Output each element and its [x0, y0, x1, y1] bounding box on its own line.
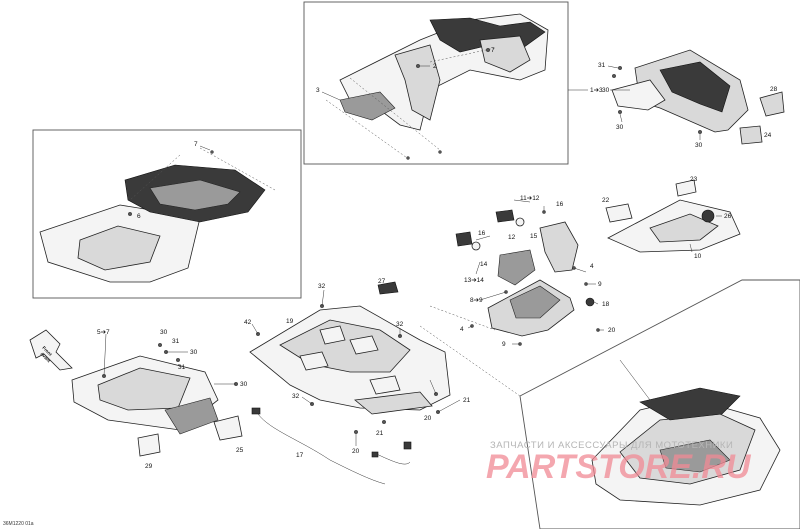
headlight-bracket-part: 11➔12 16 16 12 15 14 13➔14 8➔9 4 9 18 20… [455, 195, 616, 348]
callout-2: 2 [433, 63, 437, 70]
callout-20-c: 20 [608, 327, 616, 334]
callout-20-b: 20 [424, 415, 432, 422]
callout-32-b: 32 [396, 321, 404, 328]
callout-24: 24 [764, 132, 772, 139]
callout-16-a: 16 [556, 201, 564, 208]
callout-7-top: 7 [491, 47, 495, 54]
watermark: ЗАПЧАСТИ И АКСЕССУАРЫ ДЛЯ МОТОТЕХНИКИ PA… [486, 440, 752, 486]
callout-7-left: 7 [194, 141, 198, 148]
front-direction-arrow: Front Avant [29, 329, 73, 371]
callout-32-c: 32 [292, 393, 300, 400]
callout-9-a: 9 [598, 281, 602, 288]
callout-14: 14 [480, 261, 488, 268]
callout-16-b: 16 [478, 230, 486, 237]
callout-30-top-c: 30 [695, 142, 703, 149]
inset-left-frame: 7 6 [32, 129, 302, 299]
callout-27: 27 [378, 278, 386, 285]
callout-20-a: 20 [352, 448, 360, 455]
wire-harness-part: 17 [251, 407, 412, 485]
callout-12: 12 [508, 234, 516, 241]
callout-21-b: 21 [463, 397, 471, 404]
callout-15: 15 [530, 233, 538, 240]
callout-42: 42 [244, 319, 252, 326]
callout-30-top-b: 30 [616, 124, 624, 131]
callout-31-left-a: 31 [172, 338, 180, 345]
watermark-caption: ЗАПЧАСТИ И АКСЕССУАРЫ ДЛЯ МОТОТЕХНИКИ [490, 440, 733, 451]
callout-22: 22 [602, 197, 610, 204]
hood-panel-part: 22 23 26 10 [602, 176, 741, 260]
callout-5-7: 5➔7 [97, 329, 110, 336]
callout-31-left-b: 31 [178, 364, 186, 371]
watermark-brand: PARTSTORE.RU [486, 448, 752, 486]
skid-plate-part: 42 19 32 27 32 32 20 21 20 21 [244, 278, 521, 455]
callout-30-top-a: 30 [602, 87, 610, 94]
callout-3: 3 [316, 87, 320, 94]
callout-30-left-a: 30 [160, 329, 168, 336]
callout-32-a: 32 [318, 283, 326, 290]
callout-28: 28 [770, 86, 778, 93]
callout-9-b: 9 [502, 341, 506, 348]
callout-4-b: 4 [460, 326, 464, 333]
callout-30-left-c: 30 [240, 381, 248, 388]
callout-6: 6 [137, 213, 141, 220]
callout-21-a: 21 [376, 430, 384, 437]
callout-25: 25 [236, 447, 244, 454]
drawing-code: 36M1220 01a [3, 521, 34, 527]
callout-31-top: 31 [598, 62, 606, 69]
inset-top-frame: 2 3 7 [303, 1, 569, 165]
callout-4-a: 4 [590, 263, 594, 270]
callout-18: 18 [602, 301, 610, 308]
callout-23: 23 [690, 176, 698, 183]
callout-17: 17 [296, 452, 304, 459]
callout-30-left-b: 30 [190, 349, 198, 356]
inset-bottom-right-frame [519, 279, 800, 529]
rear-storage-part: 5➔7 30 31 30 31 30 25 29 [71, 329, 248, 470]
callout-1-3: 1➔3 [590, 87, 603, 94]
front-fascia-part: 1➔3 31 30 30 30 28 24 [568, 49, 785, 149]
callout-19: 19 [286, 318, 294, 325]
callout-11-12: 11➔12 [520, 195, 540, 202]
callout-26: 26 [724, 213, 732, 220]
callout-13-14: 13➔14 [464, 277, 484, 284]
callout-8-9: 8➔9 [470, 297, 483, 304]
callout-29: 29 [145, 463, 153, 470]
callout-10: 10 [694, 253, 702, 260]
